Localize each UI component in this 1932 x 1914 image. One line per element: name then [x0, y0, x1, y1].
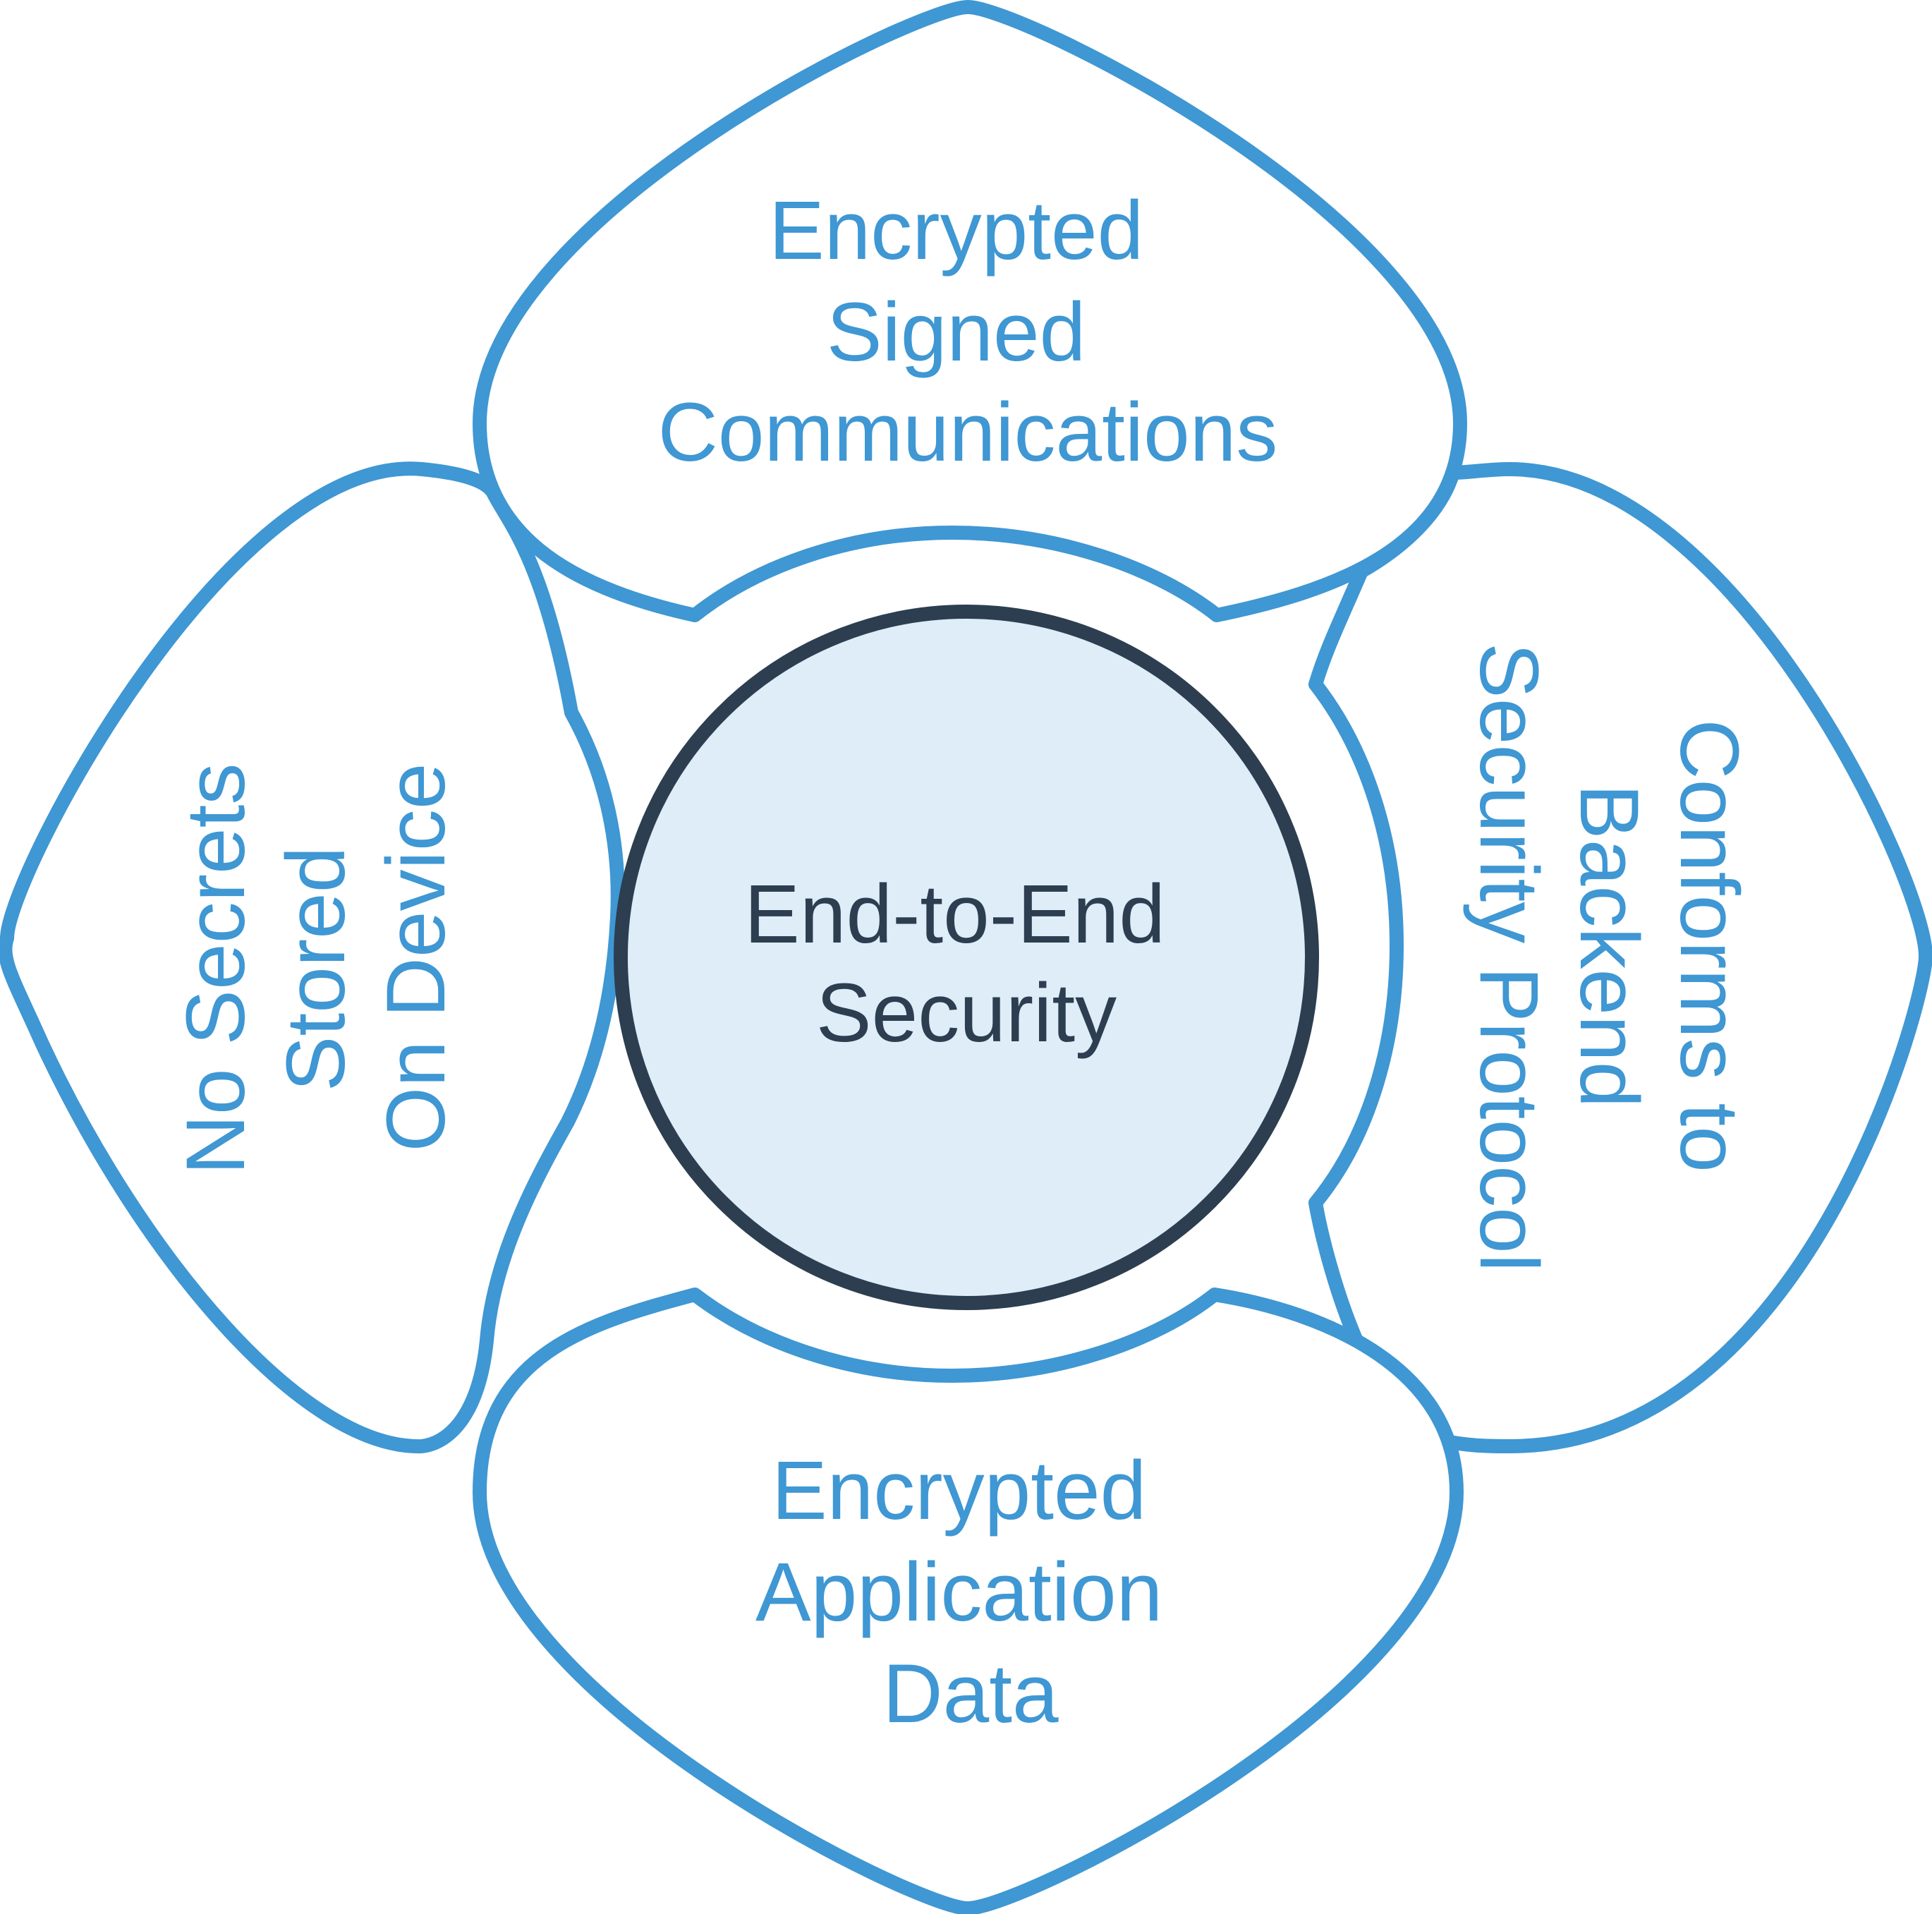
- petal-top-label: Encrypted Signed Communications: [658, 184, 1278, 479]
- petal-bottom-line-2: Application: [755, 1546, 1162, 1639]
- petal-bottom: [473, 1288, 1464, 1914]
- petal-right-line-2: Backend: [1562, 784, 1655, 1108]
- petal-top-line-3: Communications: [658, 386, 1278, 479]
- petal-left-label: No Secrets Stored On Device: [169, 740, 463, 1175]
- petal-bottom-line-3: Data: [882, 1647, 1059, 1740]
- petal-left-line-2: Stored: [269, 847, 363, 1092]
- center-title-line-2: Security: [816, 967, 1117, 1060]
- petal-left-line-1: No Secrets: [169, 763, 262, 1175]
- petal-bottom-line-1: Encrypted: [772, 1444, 1146, 1537]
- petal-right: [1308, 462, 1932, 1453]
- center-title-line-1: End-to-End: [744, 868, 1165, 961]
- petal-bottom-label: Encrypted Application Data: [755, 1444, 1186, 1740]
- petal-right-line-1: Conforms to: [1663, 719, 1756, 1173]
- petal-top-line-1: Encrypted: [769, 184, 1143, 277]
- petal-top-line-2: Signed: [827, 286, 1086, 379]
- center-circle: [614, 605, 1319, 1310]
- petal-left-line-3: On Device: [370, 763, 463, 1152]
- petal-left: [0, 461, 625, 1454]
- petal-right-label: Conforms to Backend Security Protocol: [1462, 643, 1756, 1272]
- petal-right-line-3: Security Protocol: [1462, 643, 1555, 1272]
- petal-top: [473, 0, 1467, 622]
- center-title: End-to-End Security: [744, 868, 1189, 1060]
